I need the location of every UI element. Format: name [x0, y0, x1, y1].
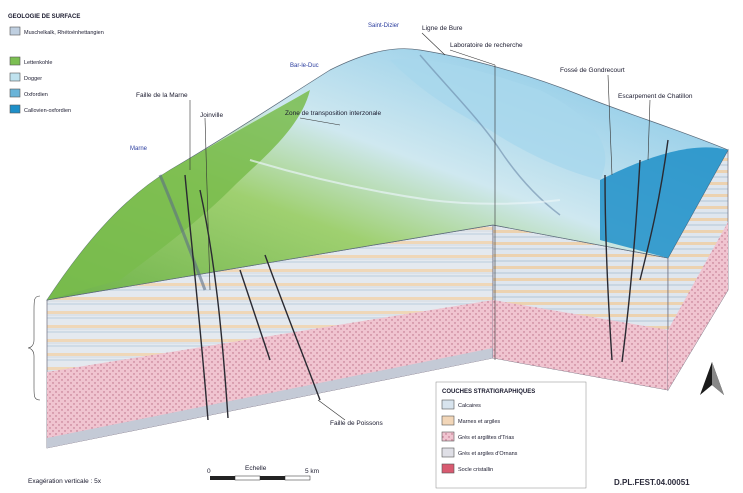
legend-swatch: [442, 448, 454, 457]
vertical-exaggeration: Exagération verticale : 5x: [28, 478, 102, 485]
town-marne: Marne: [130, 146, 148, 152]
legend-label: Oxfordien: [24, 92, 48, 98]
scale-end: 5 km: [305, 468, 319, 475]
surface-legend-title: GEOLOGIE DE SURFACE: [8, 14, 80, 20]
label-fosse-gondrecourt: Fossé de Gondrecourt: [560, 67, 625, 74]
scale-bar: [210, 476, 310, 480]
legend-swatch: [10, 27, 20, 35]
label-ligne-bure: Ligne de Bure: [422, 25, 463, 32]
legend-label: Callovien-oxfordien: [24, 108, 71, 114]
north-arrow-icon: [700, 362, 724, 395]
scale-title: Echelle: [245, 465, 267, 472]
town-bar-le-duc: Bar-le-Duc: [290, 63, 319, 69]
surface-legend: GEOLOGIE DE SURFACE Muschelkalk, Rhétoén…: [8, 14, 104, 114]
label-laboratoire: Laboratoire de recherche: [450, 42, 523, 49]
legend-label: Dogger: [24, 76, 42, 82]
legend-label: Grès et argilites d'Trias: [458, 435, 514, 441]
legend-swatch: [10, 73, 20, 81]
surface-legend-item: Callovien-oxfordien: [10, 105, 71, 114]
legend-swatch: [10, 89, 20, 97]
label-joinville: Joinville: [200, 112, 224, 119]
legend-label: Socle cristallin: [458, 467, 493, 473]
legend-swatch: [10, 57, 20, 65]
footer: Exagération verticale : 5x Echelle 0 5 k…: [28, 465, 690, 487]
town-saint-dizier: Saint-Dizier: [368, 23, 399, 29]
surface-legend-item: Dogger: [10, 73, 42, 82]
legend-swatch: [10, 105, 20, 113]
legend-swatch: [442, 464, 454, 473]
legend-swatch: [442, 432, 454, 441]
label-faille-marne: Faille de la Marne: [136, 92, 188, 99]
surface-legend-item: Muschelkalk, Rhétoénhettangien: [10, 27, 104, 36]
depth-brace: [28, 296, 40, 400]
legend-label: Marnes et argiles: [458, 419, 500, 425]
label-faille-poissons: Faille de Poissons: [330, 420, 383, 427]
label-zone-transposition: Zone de transposition interzonale: [285, 110, 382, 117]
subsurface-legend: COUCHES STRATIGRAPHIQUES Calcaires Marne…: [436, 382, 586, 488]
subsurface-legend-title: COUCHES STRATIGRAPHIQUES: [442, 389, 535, 395]
surface-legend-item: Oxfordien: [10, 89, 48, 98]
surface-legend-item: Lettenkohle: [10, 57, 52, 66]
legend-label: Lettenkohle: [24, 60, 52, 66]
label-escarpement: Escarpement de Chatillon: [618, 93, 693, 100]
legend-label: Grès et argiles d'Ornans: [458, 451, 518, 457]
document-reference: D.PL.FEST.04.00051: [614, 478, 690, 487]
legend-swatch: [442, 400, 454, 409]
legend-swatch: [442, 416, 454, 425]
legend-label: Calcaires: [458, 403, 481, 409]
legend-label: Muschelkalk, Rhétoénhettangien: [24, 30, 104, 36]
scale-zero: 0: [207, 468, 211, 475]
